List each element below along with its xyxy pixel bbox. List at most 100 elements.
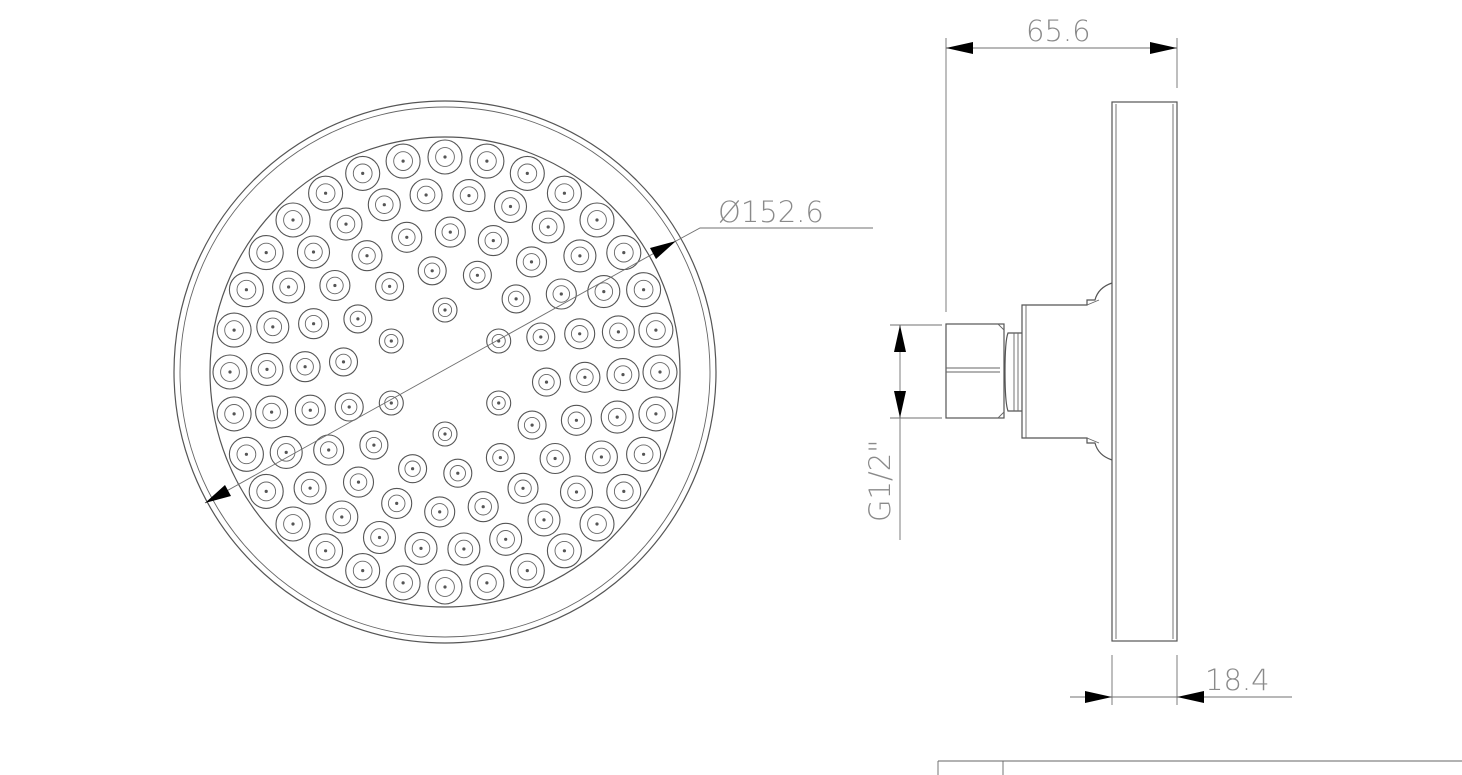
nozzle: [345, 553, 381, 589]
nozzle: [343, 304, 373, 334]
nozzle: [275, 506, 311, 542]
nozzle: [391, 221, 423, 253]
nozzle: [584, 440, 618, 474]
nozzle: [531, 367, 562, 397]
title-block-corner: [937, 760, 1462, 775]
nozzle: [404, 531, 438, 565]
nozzle: [293, 471, 327, 505]
thickness-arrow-left: [1085, 691, 1112, 703]
nozzle: [434, 216, 466, 248]
nozzle: [452, 179, 486, 213]
nozzle-grid: [212, 139, 678, 605]
head-thickness-dimension: 18.4: [1070, 655, 1292, 705]
face-outer-edge: [173, 100, 717, 644]
depth-arrow-left: [946, 42, 973, 54]
head-disc-side: [1111, 101, 1178, 642]
thread-arrow-top: [894, 325, 906, 352]
nozzle: [256, 310, 290, 344]
nozzle: [527, 503, 561, 537]
nozzle: [606, 358, 640, 392]
nozzle: [385, 565, 421, 601]
nozzle: [579, 506, 615, 542]
nozzle: [546, 533, 582, 569]
nozzle: [501, 284, 531, 314]
nozzle: [560, 404, 592, 436]
nozzle: [559, 475, 594, 509]
nozzle: [485, 443, 515, 473]
nozzle: [328, 347, 359, 377]
nozzle: [359, 430, 389, 460]
threaded-connector: [945, 323, 1005, 419]
nozzle: [269, 435, 303, 469]
nozzle: [443, 458, 473, 488]
nozzle: [228, 436, 264, 472]
nozzle: [563, 239, 597, 273]
side-view: [945, 101, 1178, 642]
nozzle: [432, 421, 458, 447]
nozzle: [469, 143, 505, 179]
diameter-dimension: Ø152.6: [204, 195, 873, 504]
front-view: [173, 100, 717, 644]
nozzle: [477, 225, 509, 257]
thickness-label: 18.4: [1205, 663, 1270, 697]
depth-arrow-right: [1150, 42, 1177, 54]
nozzle: [250, 352, 284, 386]
nozzle: [509, 155, 545, 191]
nozzle: [509, 553, 545, 589]
diameter-arrow-lower: [205, 485, 231, 503]
nozzle: [447, 532, 481, 566]
thickness-arrow-right: [1177, 691, 1204, 703]
nozzle: [272, 270, 306, 304]
diameter-arrow-upper: [650, 241, 676, 259]
depth-label: 65.6: [1026, 14, 1091, 48]
nozzle: [489, 522, 523, 556]
nozzle: [638, 312, 674, 348]
nozzle: [424, 496, 456, 528]
nozzle: [427, 139, 463, 175]
nozzle: [216, 396, 252, 432]
nozzle: [329, 207, 363, 241]
connector-chamfer-bottom: [997, 411, 1005, 419]
nozzle: [427, 569, 463, 605]
nozzle: [308, 175, 344, 211]
diameter-leader: [675, 227, 873, 242]
nozzle: [289, 351, 321, 383]
nozzle: [417, 256, 447, 286]
nozzle: [546, 175, 582, 211]
nozzle: [296, 235, 331, 269]
nozzle: [642, 354, 678, 390]
nozzle: [606, 235, 642, 271]
nozzle: [298, 308, 330, 340]
nozzle: [342, 466, 375, 498]
nozzle: [539, 442, 571, 475]
thread-dimension: G1/2": [863, 324, 942, 540]
nozzle: [319, 269, 351, 302]
connector-chamfer-top: [997, 323, 1005, 331]
nozzle: [228, 272, 264, 308]
nozzle: [212, 354, 248, 390]
nozzle: [469, 565, 505, 601]
neck-edge-lower: [1086, 437, 1100, 444]
nozzle: [462, 260, 492, 290]
nozzle: [587, 275, 621, 309]
nozzle-plate-edge: [209, 136, 681, 608]
nozzle: [606, 473, 642, 509]
nozzle: [398, 454, 428, 484]
nozzle: [531, 210, 565, 244]
nozzle: [375, 271, 405, 301]
nozzle: [308, 533, 344, 569]
head-neck: [1021, 282, 1113, 461]
nozzle: [486, 328, 512, 354]
nozzle: [600, 400, 634, 434]
nozzle: [248, 473, 284, 509]
diameter-line: [204, 240, 677, 504]
face-outer-edge-inner: [179, 106, 711, 638]
nozzle: [507, 472, 539, 504]
nozzle: [378, 328, 404, 354]
nozzle: [255, 395, 289, 429]
nozzle: [385, 143, 421, 179]
nozzle: [626, 272, 662, 308]
nozzle: [367, 188, 401, 222]
nozzle: [334, 392, 364, 422]
